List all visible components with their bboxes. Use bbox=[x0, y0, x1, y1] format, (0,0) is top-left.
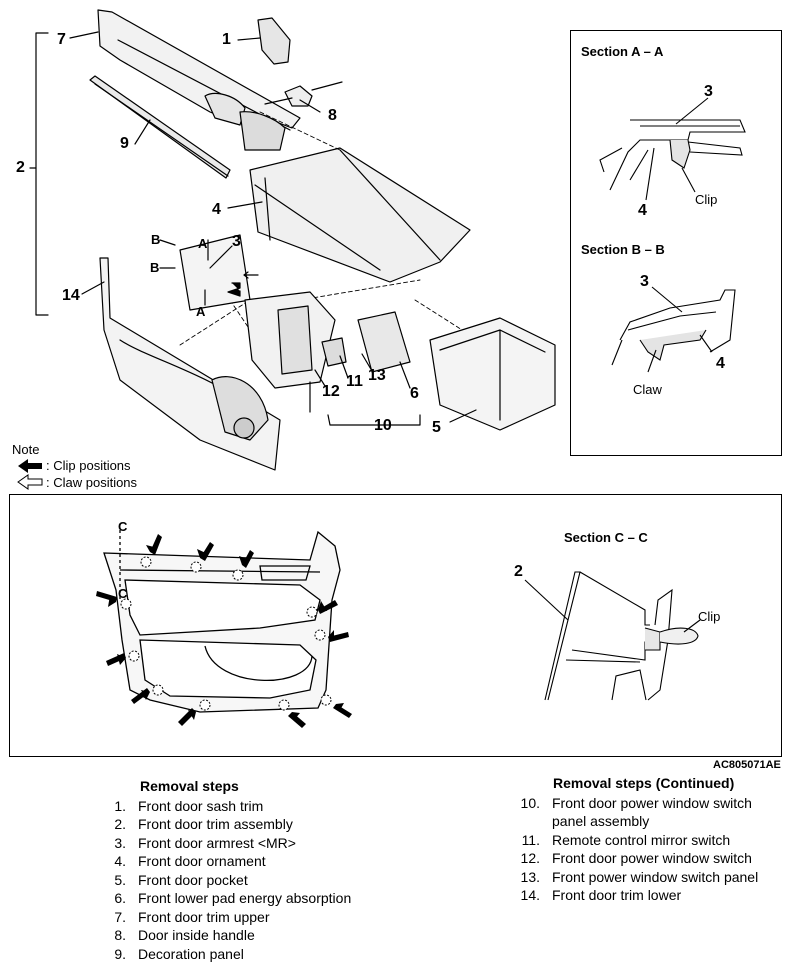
step-item: 5. Front door pocket bbox=[100, 871, 430, 890]
clip-arrow-legend-icon bbox=[18, 459, 42, 473]
step-text: Front door trim lower bbox=[552, 887, 682, 903]
step-item: 1. Front door sash trim bbox=[100, 797, 430, 816]
step-item: 12. Front door power window switch bbox=[514, 849, 804, 868]
step-item: 2. Front door trim assembly bbox=[100, 815, 430, 834]
armrest-label-b-upper: B bbox=[151, 232, 161, 247]
step-number: 6. bbox=[114, 890, 126, 906]
callout-14: 14 bbox=[62, 287, 80, 304]
callout-5: 5 bbox=[432, 419, 441, 436]
step-number: 9. bbox=[114, 945, 126, 962]
step-number: 11. bbox=[521, 831, 540, 848]
reference-code: AC805071AE bbox=[713, 759, 781, 771]
step-number: 8. bbox=[114, 927, 126, 943]
step-item: 10. Front door power window switch bbox=[514, 794, 804, 813]
section-aa-bb-frame bbox=[570, 30, 782, 456]
step-text: Front door trim upper bbox=[138, 908, 270, 925]
ornament-part bbox=[249, 147, 471, 283]
section-bb-title: Section B – B bbox=[581, 242, 665, 257]
step-number bbox=[514, 812, 540, 831]
step-text: Front door sash trim bbox=[138, 797, 264, 814]
claw-legend-text: : Claw positions bbox=[46, 475, 138, 490]
section-aa-clip-label: Clip bbox=[695, 192, 718, 207]
callout-2: 2 bbox=[16, 159, 25, 176]
lower-panel-frame bbox=[9, 494, 782, 757]
callout-8: 8 bbox=[328, 107, 337, 124]
step-number: 1. bbox=[114, 797, 126, 814]
step-text: Front lower pad energy absorption bbox=[138, 890, 352, 906]
step-number: 3. bbox=[114, 834, 126, 851]
step-text: Front door armrest <MR> bbox=[138, 834, 296, 851]
step-text: panel assembly bbox=[552, 813, 650, 829]
callout-13: 13 bbox=[368, 367, 386, 384]
section-cc-title: Section C – C bbox=[564, 530, 648, 545]
callout-6: 6 bbox=[410, 385, 419, 402]
callout-9: 9 bbox=[120, 135, 129, 152]
step-item: 9. Decoration panel bbox=[100, 945, 430, 964]
section-aa-callout-4: 4 bbox=[638, 202, 647, 219]
callout-3: 3 bbox=[232, 233, 241, 250]
removal-steps-continued-list: Removal steps (Continued) 10. Front door … bbox=[514, 774, 804, 905]
step-number: 2. bbox=[114, 816, 126, 832]
section-cc-clip-label: Clip bbox=[698, 609, 721, 624]
clip-arrows bbox=[96, 534, 352, 728]
section-bb-claw-label: Claw bbox=[633, 382, 662, 397]
sash-trim-part bbox=[257, 17, 291, 65]
step-text: Remote control mirror switch bbox=[552, 831, 731, 848]
section-c-marker-top: C bbox=[118, 519, 128, 534]
step-item: 11. Remote control mirror switch bbox=[514, 831, 804, 850]
section-cc-callout-2: 2 bbox=[514, 563, 523, 580]
step-text: Front power window switch panel bbox=[552, 868, 759, 885]
section-c-marker-bottom: C bbox=[118, 586, 128, 601]
note-title: Note bbox=[12, 442, 40, 457]
step-text: Front door trim assembly bbox=[138, 816, 293, 832]
removal-steps-continued-title: Removal steps (Continued) bbox=[553, 775, 735, 791]
step-number: 14. bbox=[520, 887, 540, 903]
group-bracket-2 bbox=[35, 32, 49, 316]
inside-handle-part bbox=[284, 85, 313, 107]
callout-7: 7 bbox=[57, 31, 66, 48]
removal-steps-list: Removal steps 1. Front door sash trim 2. Fr… bbox=[100, 777, 430, 963]
step-number: 5. bbox=[114, 871, 126, 888]
step-item: 4. Front door ornament bbox=[100, 852, 430, 871]
clip-legend-text: : Clip positions bbox=[46, 458, 131, 473]
step-text: Front door pocket bbox=[138, 871, 248, 888]
step-item: 7. Front door trim upper bbox=[100, 908, 430, 927]
section-bb-callout-3: 3 bbox=[640, 273, 649, 290]
claw-arrow-legend-icon bbox=[17, 474, 43, 490]
callout-1: 1 bbox=[222, 31, 231, 48]
removal-steps-title: Removal steps bbox=[140, 778, 239, 794]
callout-12: 12 bbox=[322, 383, 340, 400]
step-number: 4. bbox=[114, 853, 126, 869]
callout-11: 11 bbox=[346, 373, 363, 390]
step-text: Door inside handle bbox=[138, 927, 255, 943]
step-text: Front door power window switch bbox=[552, 794, 752, 811]
step-number: 12. bbox=[520, 850, 540, 866]
section-aa-title: Section A – A bbox=[581, 44, 664, 59]
step-number: 13. bbox=[520, 868, 540, 885]
step-item: 8. Door inside handle bbox=[100, 926, 430, 945]
pocket-part bbox=[429, 317, 556, 431]
step-item: 14. Front door trim lower bbox=[514, 886, 804, 905]
step-item: 6. Front lower pad energy absorption bbox=[100, 889, 430, 908]
clip-position-markers bbox=[120, 556, 332, 711]
step-text: Front door ornament bbox=[138, 853, 266, 869]
armrest-label-a-lower: A bbox=[196, 304, 206, 319]
section-aa-callout-3: 3 bbox=[704, 83, 713, 100]
step-item: 13. Front power window switch panel bbox=[514, 868, 804, 887]
step-item: 3. Front door armrest <MR> bbox=[100, 834, 430, 853]
callout-4: 4 bbox=[212, 201, 221, 218]
armrest-label-a-upper: A bbox=[198, 236, 208, 251]
step-text: Front door power window switch bbox=[552, 850, 752, 866]
step-item: panel assembly bbox=[514, 812, 804, 831]
step-number: 10. bbox=[520, 794, 540, 811]
section-bb-callout-4: 4 bbox=[716, 355, 725, 372]
step-number: 7. bbox=[114, 908, 126, 925]
armrest-label-b-lower: B bbox=[150, 260, 160, 275]
step-text: Decoration panel bbox=[138, 945, 244, 962]
callout-10: 10 bbox=[374, 417, 392, 434]
